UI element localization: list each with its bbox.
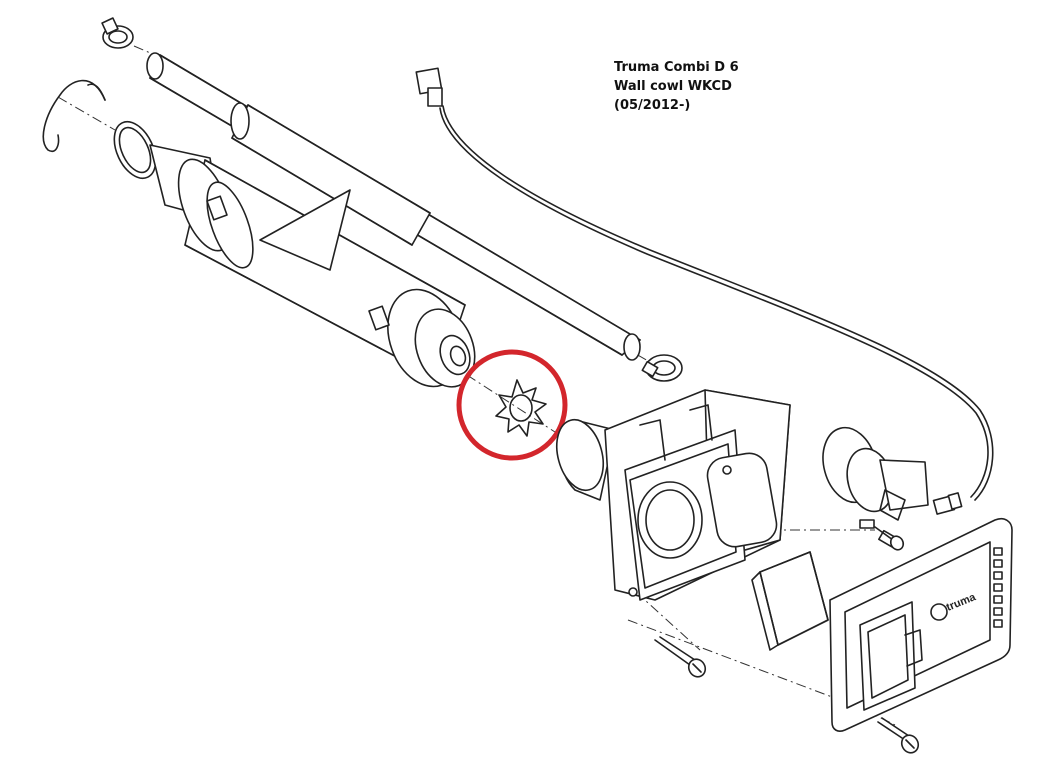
indicator-lights xyxy=(993,547,1003,628)
assembly-axis-lines xyxy=(57,45,896,726)
screw-motor xyxy=(874,526,905,551)
title-date: (05/2012-) xyxy=(614,98,691,113)
title-product: Truma Combi D 6 xyxy=(614,60,739,75)
title-part: Wall cowl WKCD xyxy=(614,79,732,94)
wall-cowl-housing xyxy=(555,389,791,601)
hose-clamp-end xyxy=(641,354,683,382)
o-ring-seal xyxy=(113,120,157,180)
fan-motor-assembly xyxy=(822,426,929,551)
diagram-title: Truma Combi D 6 Wall cowl WKCD (05/2012-… xyxy=(614,58,739,115)
spring-clip xyxy=(42,79,106,153)
highlight-circle xyxy=(456,349,568,461)
screw-left xyxy=(654,636,707,678)
screw-bottom xyxy=(877,717,920,754)
cover-plate: truma xyxy=(829,517,1013,732)
star-retaining-ring xyxy=(495,379,547,437)
exhaust-duct-hose xyxy=(146,52,641,361)
air-vent-grille xyxy=(751,551,829,651)
hose-clamp-top xyxy=(101,17,134,49)
combustion-air-hose xyxy=(149,144,476,388)
wiring-cable xyxy=(415,67,994,515)
